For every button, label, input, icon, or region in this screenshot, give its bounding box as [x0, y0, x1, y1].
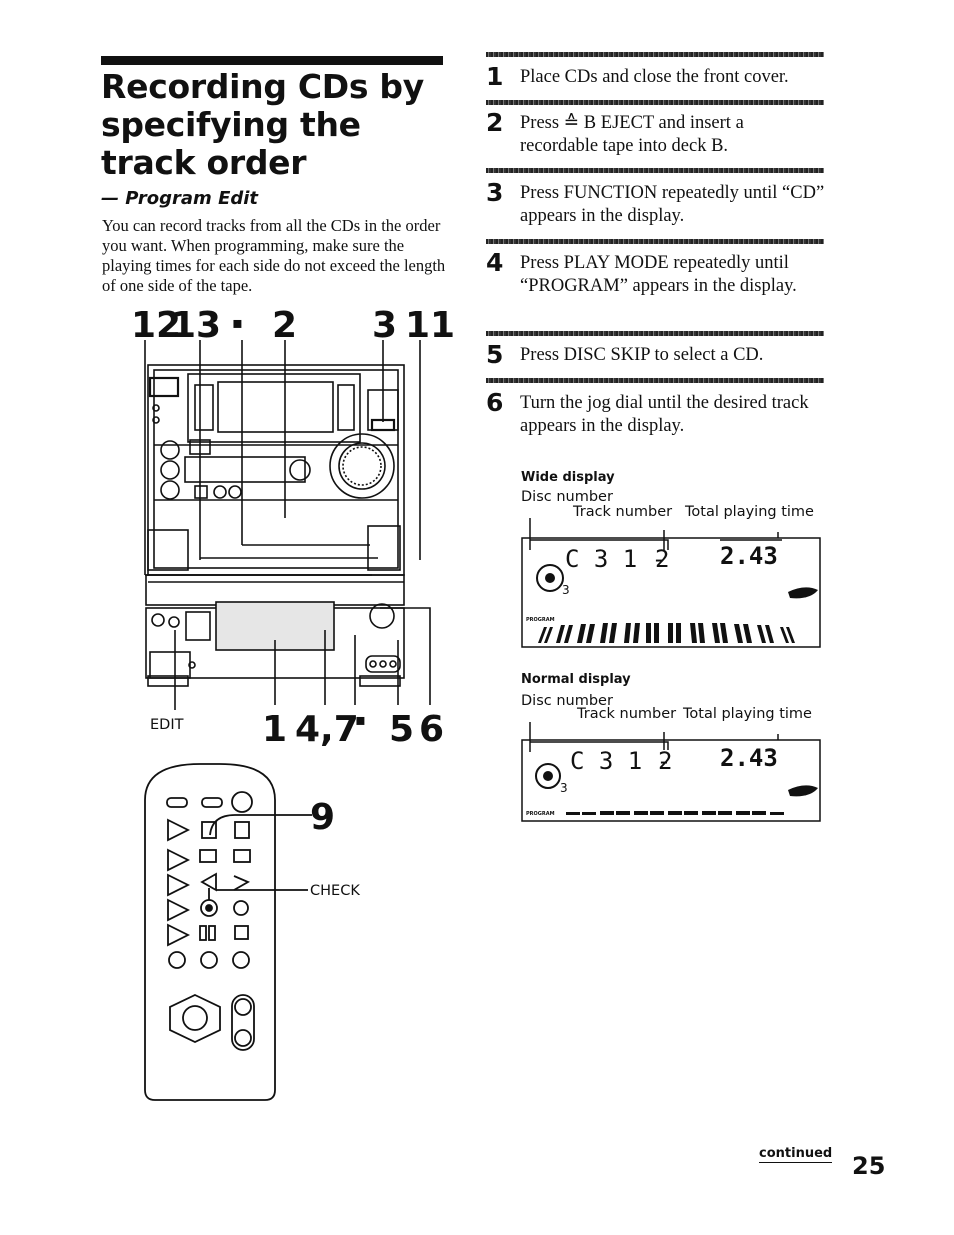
step-divider	[486, 239, 824, 244]
edit-label: EDIT	[150, 717, 184, 733]
wide-display-panel: C 3 1 - 2 2.43 3 PROGRAM	[521, 518, 821, 648]
wide-disc-number-label: Disc number	[521, 489, 613, 505]
stereo-system-illustration	[144, 340, 431, 710]
step-3-text: Press FUNCTION repeatedly until “CD” app…	[520, 183, 825, 226]
normal-total-time-label: Total playing time	[683, 706, 812, 722]
page-subtitle: — Program Edit	[101, 188, 259, 209]
step-divider	[486, 168, 824, 173]
normal-display-heading: Normal display	[521, 672, 631, 687]
step-5-number: 5	[486, 340, 504, 369]
step-4-number: 4	[486, 248, 504, 277]
check-label: CHECK	[310, 883, 360, 899]
normal-track-number-label: Track number	[577, 706, 677, 722]
wide-seg-track: 2	[655, 545, 669, 573]
callout-12: 12	[131, 305, 182, 346]
normal-seg-left: C 3 1 -	[570, 747, 671, 775]
step-2-text: Press ≙ B EJECT and insert a recordable …	[520, 113, 744, 156]
step-6-text: Turn the jog dial until the desired trac…	[520, 393, 809, 436]
callout-2: 2	[272, 305, 298, 346]
step-5-text: Press DISC SKIP to select a CD.	[520, 345, 764, 365]
title-rule	[101, 56, 443, 65]
wide-level-meter	[538, 623, 795, 643]
callout-6: 6	[419, 709, 445, 750]
continued-label: continued	[759, 1146, 833, 1163]
normal-display-panel: C 3 1 - 2 2.43 3 PROGRAM	[521, 722, 821, 822]
normal-disc-label: 3	[560, 781, 568, 795]
callout-11: 11	[405, 305, 456, 346]
normal-level-meter	[566, 811, 784, 815]
wide-display-heading: Wide display	[521, 470, 615, 485]
normal-seg-track: 2	[658, 747, 672, 775]
callout-bullet-bottom: ▪	[355, 710, 366, 729]
callout-1: 1	[262, 709, 288, 750]
step-6-number: 6	[486, 388, 504, 417]
step-4-text: Press PLAY MODE repeatedly until “PROGRA…	[520, 253, 797, 296]
step-divider	[486, 378, 824, 383]
wide-disc-label: 3	[562, 583, 570, 597]
wide-seg-time: 2.43	[720, 542, 778, 570]
step-1-text: Place CDs and close the front cover.	[520, 67, 789, 87]
step-divider	[486, 52, 824, 57]
callout-3: 3	[372, 305, 398, 346]
callout-5: 5	[389, 709, 415, 750]
intro-paragraph: You can record tracks from all the CDs i…	[102, 216, 446, 295]
normal-disc-number-label: Disc number	[521, 693, 613, 709]
wide-program-label: PROGRAM	[526, 617, 555, 623]
normal-program-label: PROGRAM	[526, 811, 555, 817]
step-divider	[486, 100, 824, 105]
callout-9: 9	[310, 797, 336, 838]
wide-total-time-label: Total playing time	[685, 504, 814, 520]
step-3-number: 3	[486, 178, 504, 207]
wide-seg-left: C 3 1 -	[565, 545, 666, 573]
remote-control-illustration	[144, 763, 312, 1101]
step-1-number: 1	[486, 62, 504, 91]
callout-13: 13	[171, 305, 222, 346]
callout-bullet-top: ▪	[232, 313, 243, 332]
step-2-number: 2	[486, 108, 504, 137]
normal-seg-time: 2.43	[720, 744, 778, 772]
wide-track-number-label: Track number	[573, 504, 673, 520]
step-divider	[486, 331, 824, 336]
page-title: Recording CDs by specifying the track or…	[101, 67, 424, 182]
callout-4-7: 4,7	[295, 709, 359, 750]
page-number: 25	[852, 1152, 886, 1180]
